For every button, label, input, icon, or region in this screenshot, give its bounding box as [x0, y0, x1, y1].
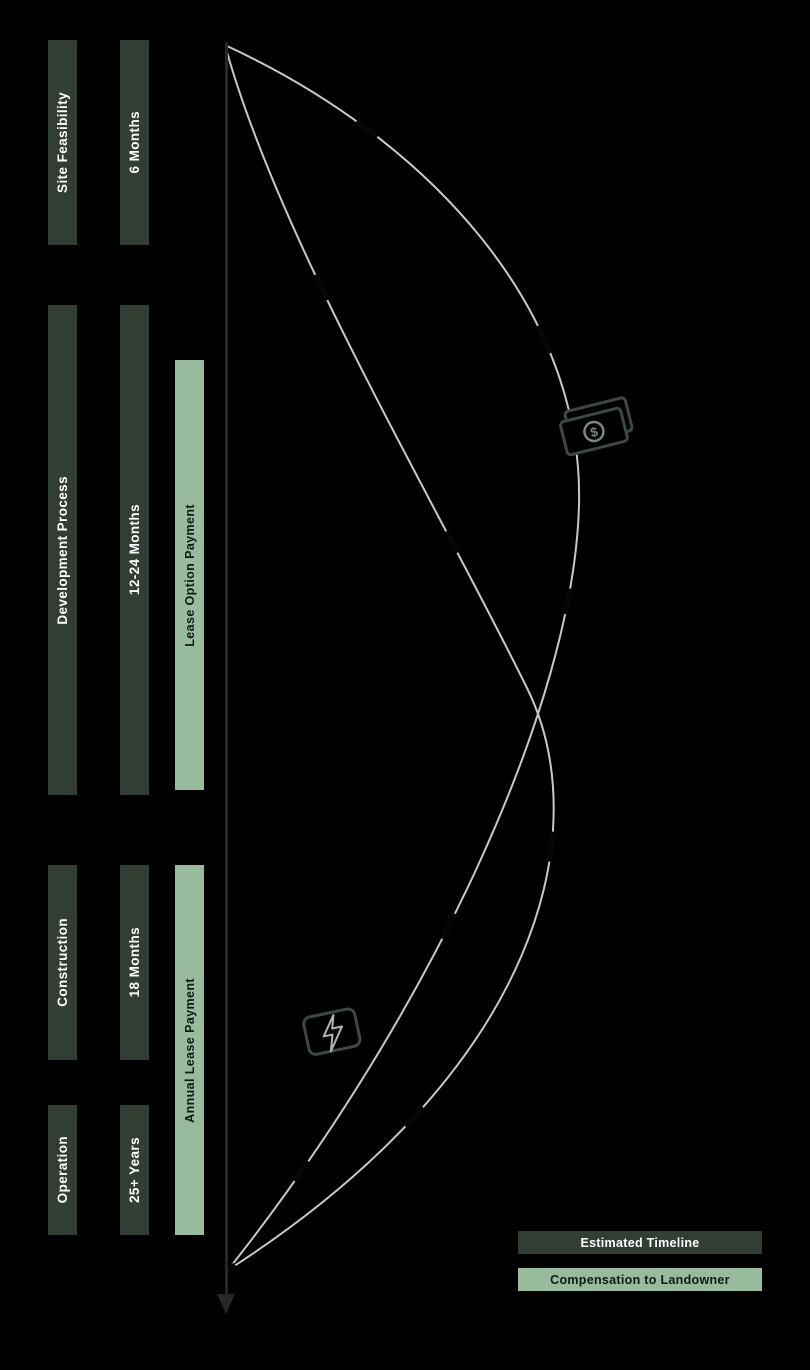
phase-label: Construction [55, 918, 70, 1007]
compensation-bar-annual-lease: Annual Lease Payment [175, 865, 204, 1235]
duration-label: 18 Months [127, 927, 142, 998]
phase-label: Site Feasibility [55, 92, 70, 193]
compensation-label: Annual Lease Payment [182, 977, 197, 1123]
phase-bar-operation: Operation [48, 1105, 77, 1235]
compensation-bar-lease-option: Lease Option Payment [175, 360, 204, 790]
duration-bar-operation: 25+ Years [120, 1105, 149, 1235]
legend-label: Compensation to Landowner [550, 1272, 730, 1287]
phase-label: Development Process [55, 475, 70, 625]
curve-compensation [226, 51, 555, 1271]
phase-bar-construction: Construction [48, 865, 77, 1060]
timeline-axis [225, 42, 228, 1294]
curve-estimated-timeline [226, 45, 581, 1271]
duration-bar-development-process: 12-24 Months [120, 305, 149, 795]
money-icon: $ [556, 394, 644, 473]
compensation-label: Lease Option Payment [182, 503, 197, 647]
duration-label: 6 Months [127, 111, 142, 174]
legend-estimated-timeline: Estimated Timeline [518, 1231, 762, 1254]
legend-compensation-to-landowner: Compensation to Landowner [518, 1268, 762, 1291]
timeline-arrowhead-icon [217, 1294, 235, 1314]
curve-annotation-marks [224, 51, 557, 1273]
duration-bar-site-feasibility: 6 Months [120, 40, 149, 245]
svg-text:$: $ [589, 424, 600, 440]
curve-annotation-marks [225, 43, 583, 1272]
legend-label: Estimated Timeline [580, 1235, 700, 1250]
phase-bar-development-process: Development Process [48, 305, 77, 795]
phase-bar-site-feasibility: Site Feasibility [48, 40, 77, 245]
phase-label: Operation [55, 1136, 70, 1204]
energy-icon [297, 1000, 373, 1069]
duration-label: 25+ Years [127, 1136, 142, 1204]
duration-label: 12-24 Months [127, 504, 142, 596]
duration-bar-construction: 18 Months [120, 865, 149, 1060]
